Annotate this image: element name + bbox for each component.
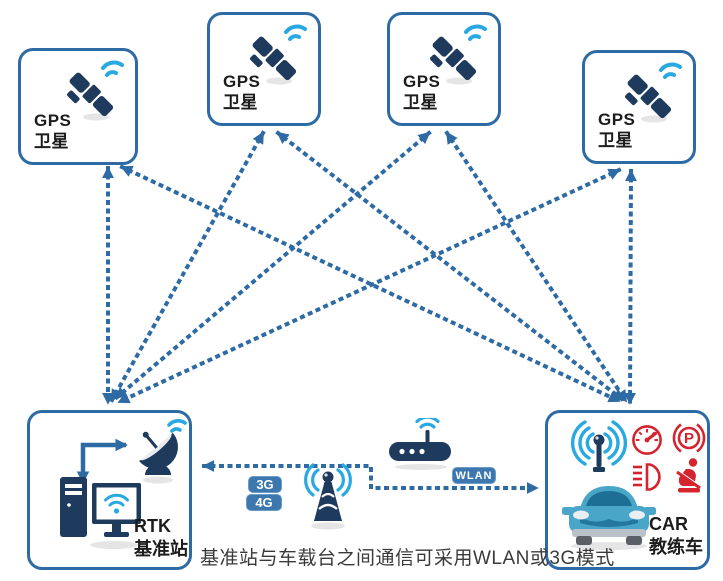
- node-label-zh: 卫星: [34, 132, 69, 151]
- node-label-en: CAR: [649, 514, 688, 534]
- satellite-icon: [625, 62, 682, 123]
- car-vehicle-node: P CAR: [545, 410, 710, 570]
- gps-satellite-node-1: GPS 卫星: [18, 48, 138, 165]
- diagram-caption: 基准站与车载台之间通信可采用WLAN或3G模式: [200, 548, 615, 569]
- node-label-en: GPS: [223, 72, 261, 91]
- node-label-zh: 卫星: [223, 93, 258, 112]
- link-sat4-rtk: [116, 167, 622, 405]
- satellite-icon: [67, 60, 124, 121]
- broadcast-antenna-icon: [570, 420, 628, 472]
- satellite-dish-icon: [139, 419, 187, 484]
- wifi-icon: [104, 493, 129, 514]
- link-tag-3g: 3G: [248, 476, 282, 493]
- node-label-en: GPS: [598, 110, 636, 129]
- wifi-router-icon: [389, 418, 451, 470]
- link-rtk-car: [202, 460, 539, 494]
- node-label-zh: 卫星: [598, 131, 633, 150]
- node-label: GPS 卫星: [223, 71, 260, 113]
- node-label-zh: 教练车: [649, 537, 703, 557]
- node-label-en: GPS: [403, 72, 441, 91]
- node-label-en: RTK: [134, 516, 171, 536]
- link-sat3-rtk: [113, 130, 432, 401]
- svg-text:P: P: [684, 430, 694, 447]
- gps-satellite-node-4: GPS 卫星: [582, 50, 696, 164]
- cell-tower-icon: [304, 463, 352, 530]
- node-label: CAR 教练车: [649, 513, 703, 559]
- satellite-icon: [430, 24, 487, 85]
- speedometer-warning-icon: [632, 425, 662, 455]
- link-tag-4g: 4G: [246, 494, 282, 511]
- headlight-warning-icon: [633, 463, 661, 491]
- computer-workstation-icon: [60, 477, 141, 549]
- gps-satellite-node-2: GPS 卫星: [207, 12, 321, 126]
- data-flow-arrow: [76, 438, 128, 484]
- parking-brake-warning-icon: P: [672, 423, 706, 453]
- seatbelt-warning-icon: [676, 458, 702, 493]
- node-label: RTK 基准站: [134, 515, 188, 561]
- node-label: GPS 卫星: [403, 71, 440, 113]
- link-sat4-car: [624, 168, 637, 406]
- car-front-icon: [562, 486, 656, 550]
- satellite-icon: [250, 24, 307, 85]
- gps-satellite-node-3: GPS 卫星: [387, 12, 501, 126]
- node-label: GPS 卫星: [34, 110, 71, 152]
- link-tag-wlan: WLAN: [452, 467, 496, 484]
- link-sat2-rtk: [109, 130, 266, 403]
- node-label-zh: 卫星: [403, 93, 438, 112]
- node-label-zh: 基准站: [134, 539, 188, 559]
- node-label-en: GPS: [34, 111, 72, 130]
- rtk-base-station-node: RTK 基准站: [27, 410, 192, 570]
- node-label: GPS 卫星: [598, 109, 635, 151]
